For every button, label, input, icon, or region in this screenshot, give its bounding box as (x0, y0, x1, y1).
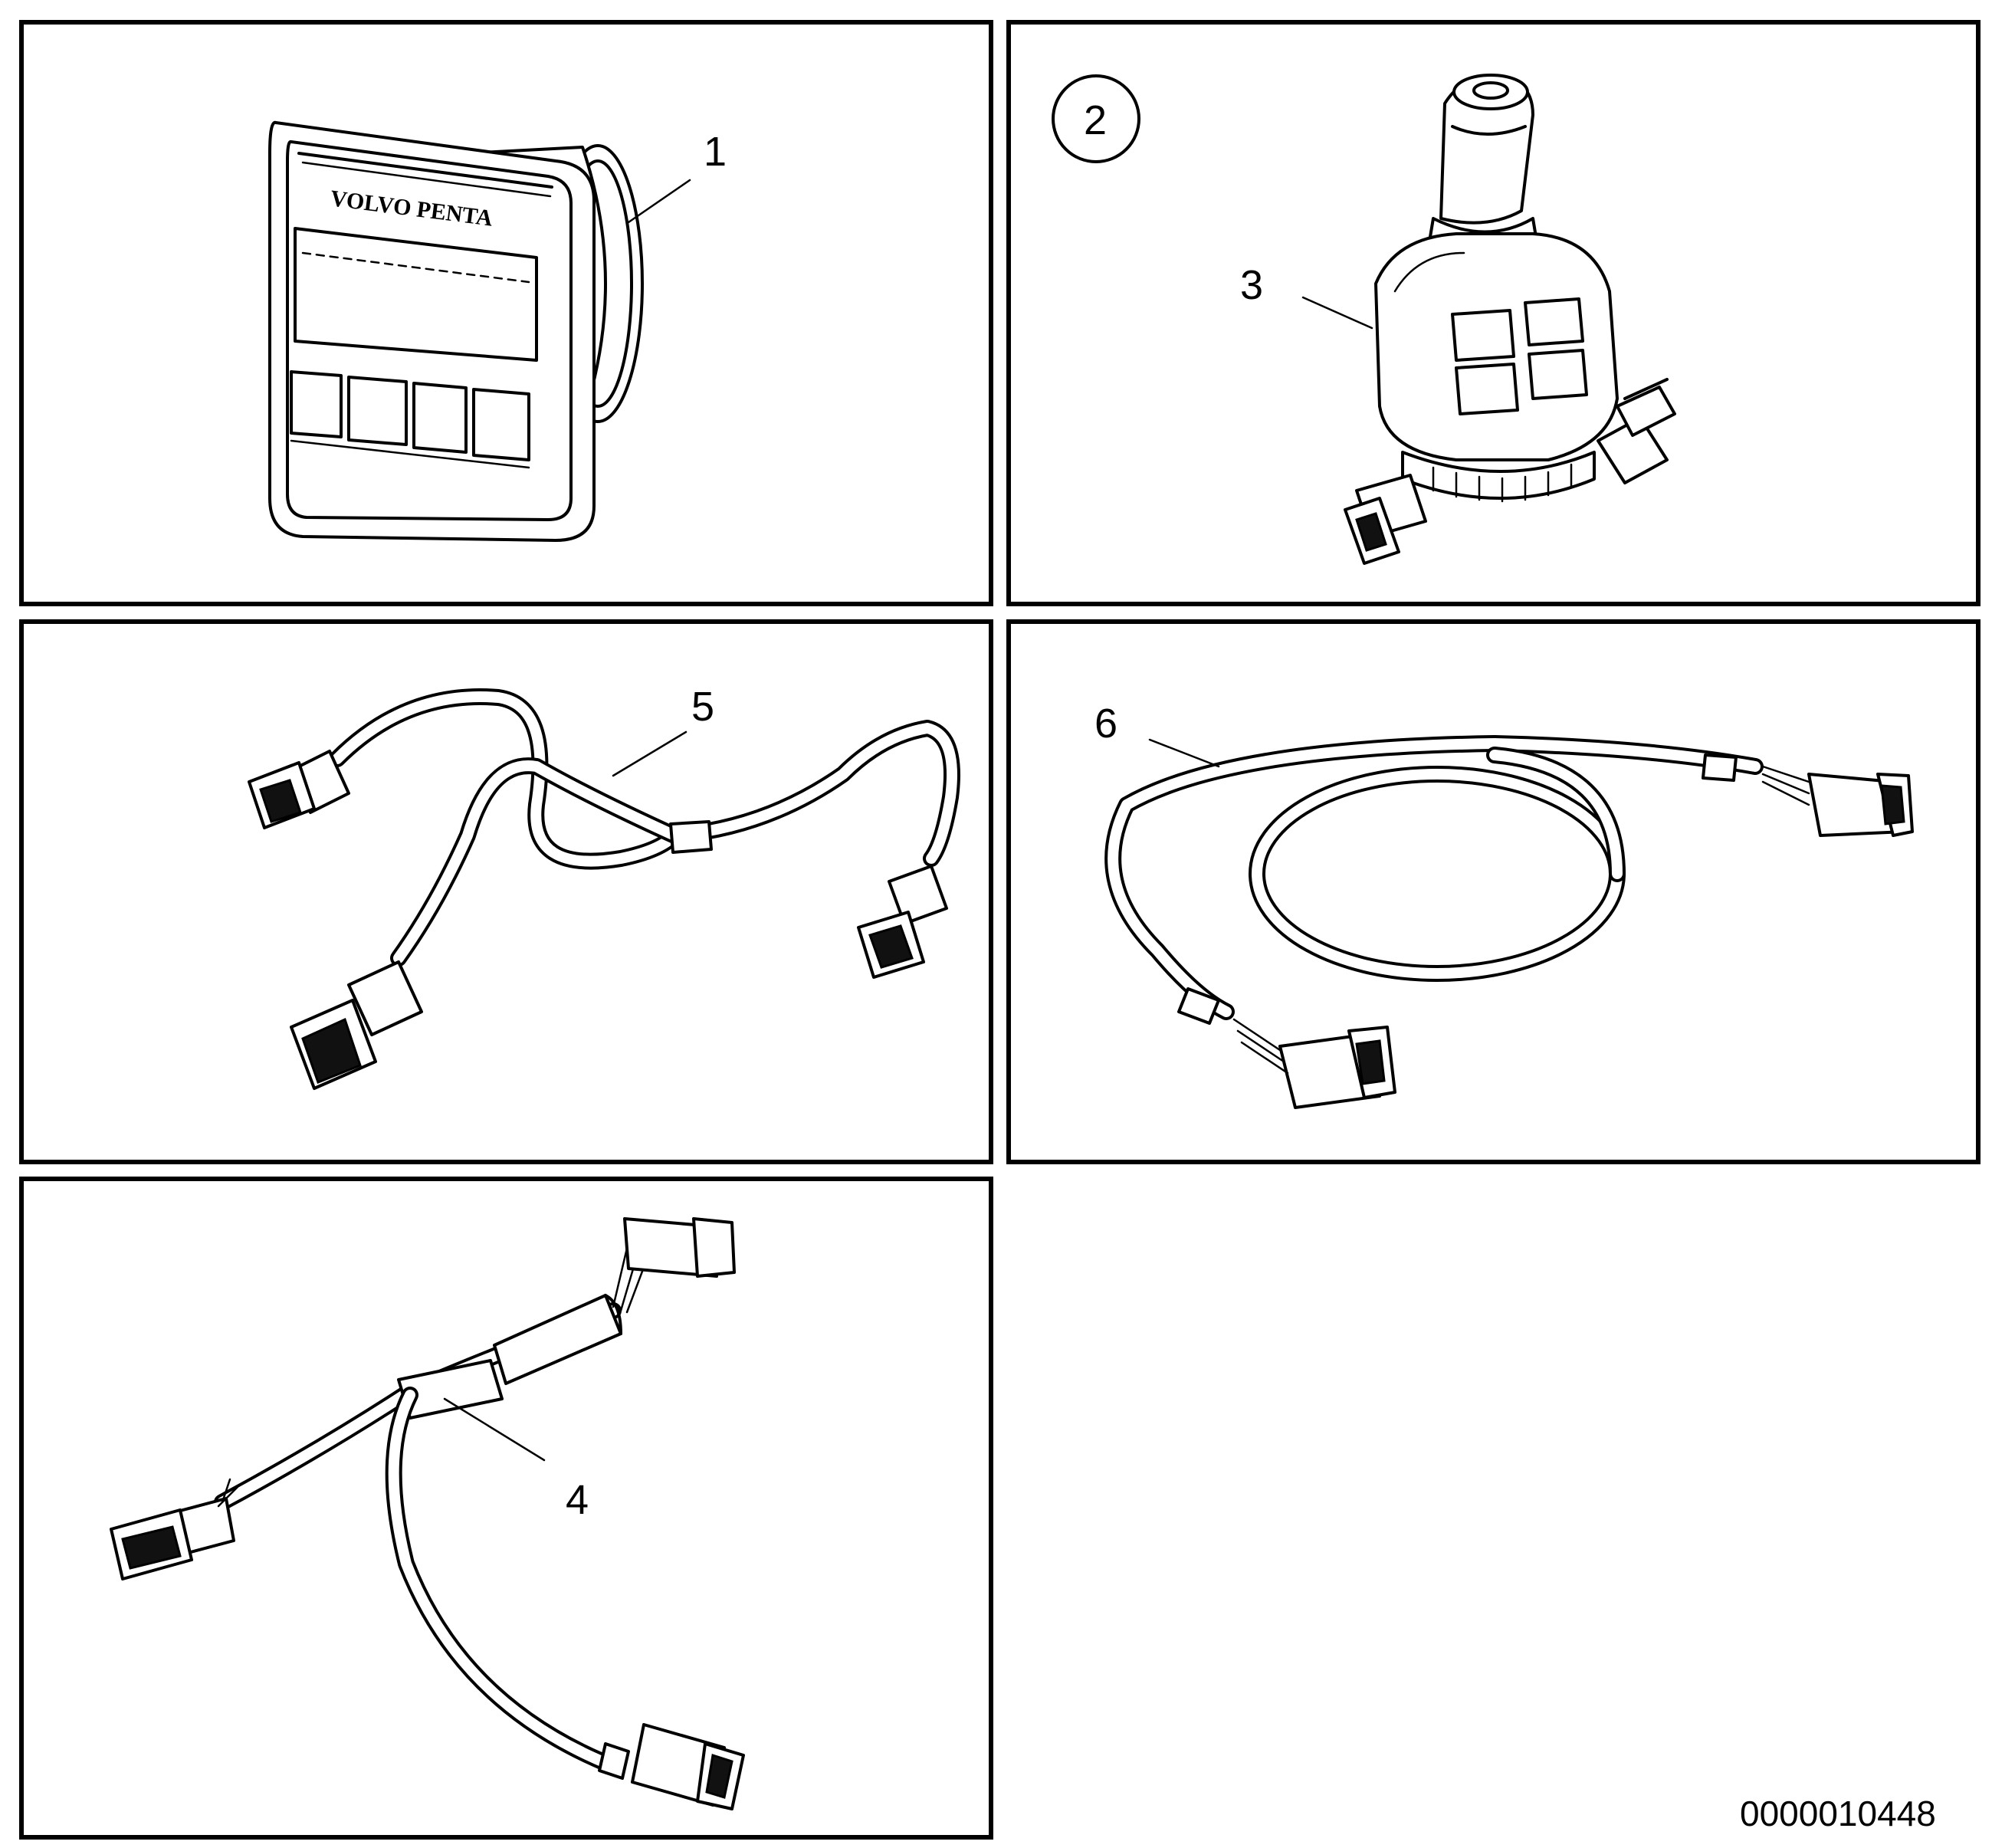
leader-line-1 (627, 179, 691, 224)
panel-display (19, 20, 993, 606)
wiring-harness-icon (248, 688, 960, 1090)
leader-line-6 (1148, 738, 1220, 768)
callout-circle-2: 2 (1052, 74, 1140, 163)
joystick-icon (1344, 74, 1676, 565)
display-unit-icon: VOLVO PENTA (268, 120, 644, 542)
panel-y-cable (19, 1177, 993, 1840)
y-cable-icon (110, 1217, 745, 1810)
leader-line-4 (443, 1397, 546, 1462)
callout-6: 6 (1094, 701, 1117, 747)
callout-3: 3 (1240, 262, 1263, 308)
callout-5: 5 (691, 684, 714, 730)
panel-joystick (1006, 20, 1981, 606)
leader-line-5 (612, 730, 688, 777)
callout-1: 1 (704, 129, 727, 175)
document-number: 0000010448 (1740, 1794, 1936, 1833)
panel-extension-cable (1006, 619, 1981, 1164)
leader-line-3 (1301, 296, 1373, 330)
callout-2: 2 (1084, 97, 1107, 143)
extension-cable-icon (1104, 735, 1914, 1109)
panel-harness (19, 619, 993, 1164)
callout-4: 4 (566, 1477, 589, 1523)
